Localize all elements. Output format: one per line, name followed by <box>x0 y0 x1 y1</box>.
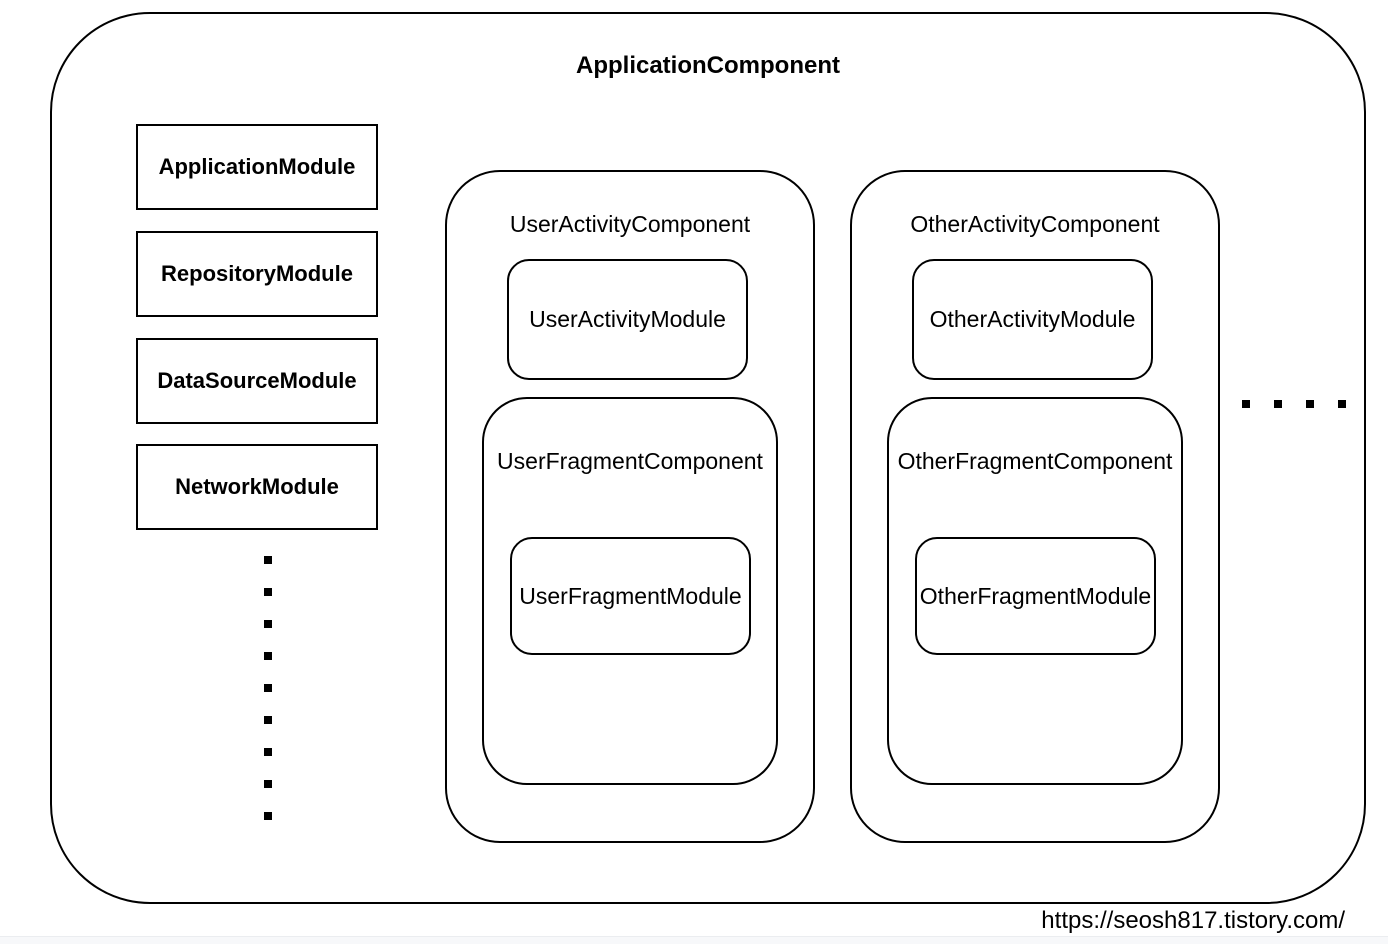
ellipsis-dot <box>264 620 272 628</box>
datasource-module-box: DataSourceModule <box>136 338 378 424</box>
user-activity-component-label: UserActivityComponent <box>509 211 751 237</box>
ellipsis-dot <box>1274 400 1282 408</box>
repository-module-box: RepositoryModule <box>136 231 378 317</box>
datasource-module-label: DataSourceModule <box>157 368 357 393</box>
other-fragment-module-box: OtherFragmentModule <box>915 537 1156 655</box>
other-activity-module-box: OtherActivityModule <box>912 259 1153 380</box>
other-fragment-component-label: OtherFragmentComponent <box>897 448 1173 474</box>
ellipsis-dot <box>1338 400 1346 408</box>
repository-module-label: RepositoryModule <box>161 261 353 286</box>
user-fragment-component-label: UserFragmentComponent <box>497 448 763 474</box>
user-activity-module-box: UserActivityModule <box>507 259 748 380</box>
ellipsis-dot <box>264 812 272 820</box>
ellipsis-dot <box>1242 400 1250 408</box>
other-fragment-module-label: OtherFragmentModule <box>919 582 1152 609</box>
ellipsis-dot <box>264 716 272 724</box>
source-url: https://seosh817.tistory.com/ <box>1041 907 1345 934</box>
ellipsis-dot <box>264 780 272 788</box>
ellipsis-dot <box>264 748 272 756</box>
ellipsis-dot <box>264 588 272 596</box>
ellipsis-dot <box>264 684 272 692</box>
user-fragment-module-label: UserFragmentModule <box>519 582 742 609</box>
other-activity-module-label: OtherActivityModule <box>929 306 1136 332</box>
application-component-title: ApplicationComponent <box>576 52 840 79</box>
other-activity-component-label: OtherActivityComponent <box>910 211 1160 237</box>
vertical-ellipsis-icon <box>264 556 272 820</box>
bottom-window-strip <box>0 936 1388 944</box>
network-module-box: NetworkModule <box>136 444 378 530</box>
user-activity-module-label: UserActivityModule <box>529 306 726 332</box>
ellipsis-dot <box>1306 400 1314 408</box>
ellipsis-dot <box>264 556 272 564</box>
application-module-label: ApplicationModule <box>158 154 356 179</box>
ellipsis-dot <box>264 652 272 660</box>
application-module-box: ApplicationModule <box>136 124 378 210</box>
network-module-label: NetworkModule <box>175 474 339 499</box>
user-fragment-module-box: UserFragmentModule <box>510 537 751 655</box>
horizontal-ellipsis-icon <box>1242 400 1346 408</box>
